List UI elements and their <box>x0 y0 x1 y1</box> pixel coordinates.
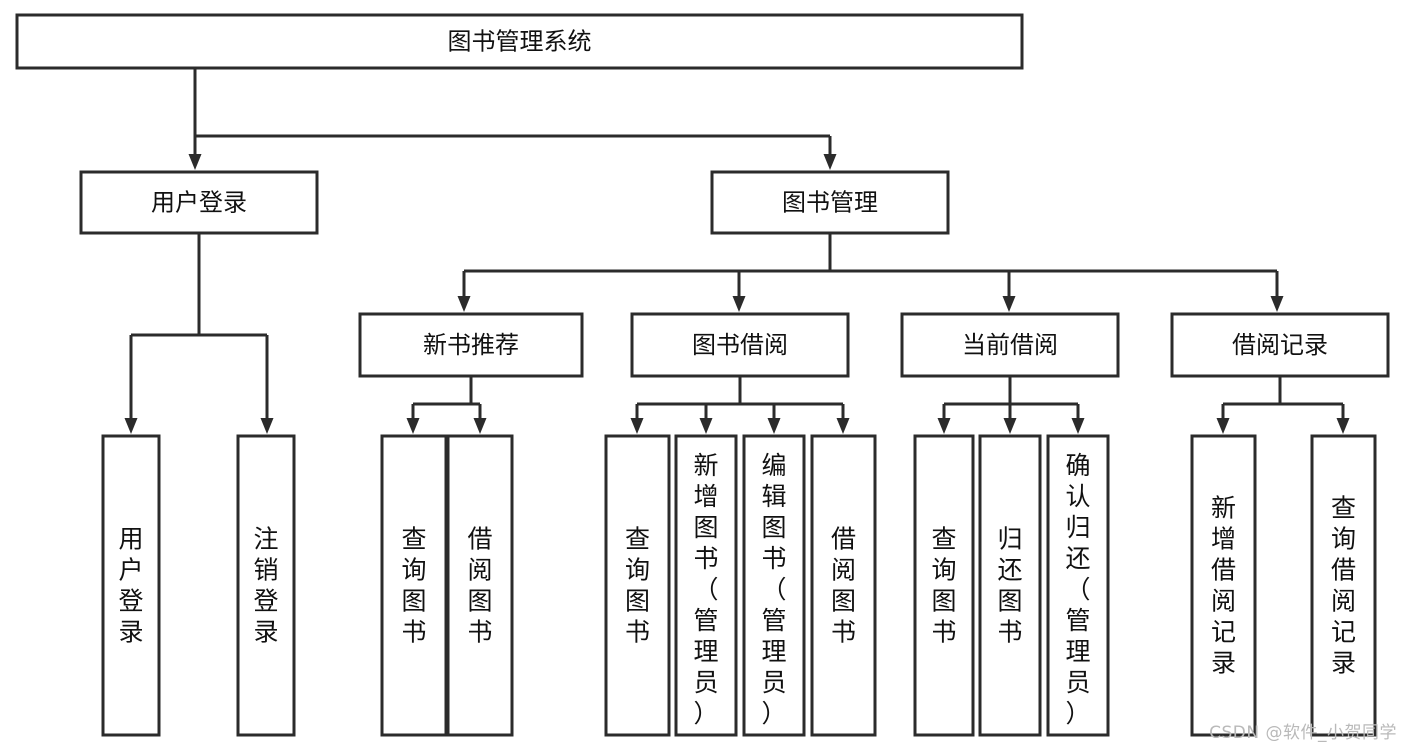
arrowhead-book-manage-to-n3 <box>1002 296 1016 312</box>
node-leaf-return-book[interactable]: 归还图书 <box>978 434 1042 737</box>
arrowhead-book-manage-to-n4 <box>1270 296 1284 312</box>
node-label-book-manage: 图书管理 <box>782 189 878 217</box>
arrowhead-borrow-to-l4 <box>836 418 850 434</box>
node-new-book-recommend[interactable]: 新书推荐 <box>358 312 584 378</box>
node-user-login[interactable]: 用户登录 <box>79 170 319 235</box>
node-box-book-borrow <box>630 312 850 378</box>
node-box-leaf-confirm-return-admin <box>1046 434 1110 737</box>
node-box-leaf-logout-login <box>236 434 296 737</box>
node-box-book-manage <box>710 170 950 235</box>
arrowhead-current-to-l1 <box>937 418 951 434</box>
node-borrow-record[interactable]: 借阅记录 <box>1170 312 1390 378</box>
node-box-leaf-add-borrow-record <box>1190 434 1257 737</box>
node-label-leaf-query-borrow-record: 查询借阅记录 <box>1331 494 1356 678</box>
node-label-leaf-confirm-return-admin: 确认归还（管理员） <box>1065 451 1090 728</box>
node-box-leaf-borrow-book-2 <box>810 434 877 737</box>
node-box-leaf-add-book-admin <box>674 434 738 737</box>
node-label-borrow-record: 借阅记录 <box>1232 331 1328 359</box>
node-book-manage[interactable]: 图书管理 <box>710 170 950 235</box>
node-label-leaf-borrow-book-1: 借阅图书 <box>467 525 492 647</box>
node-label-leaf-borrow-book-2: 借阅图书 <box>831 525 856 647</box>
node-label-leaf-query-book-1: 查询图书 <box>401 525 426 647</box>
node-label-leaf-query-book-2: 查询图书 <box>625 525 650 647</box>
node-box-undefined <box>15 13 1024 70</box>
node-label-leaf-add-book-admin: 新增图书（管理员） <box>693 451 718 728</box>
node-leaf-borrow-book-1[interactable]: 借阅图书 <box>446 434 514 737</box>
node-box-new-book-recommend <box>358 312 584 378</box>
node-box-current-borrow <box>900 312 1120 378</box>
arrowhead-record-to-l1 <box>1216 418 1230 434</box>
node-box-leaf-query-book-2 <box>604 434 671 737</box>
arrowhead-user-login-to-leaf1 <box>124 418 138 434</box>
node-label-leaf-logout-login: 注销登录 <box>253 525 278 647</box>
arrowhead-current-to-l3 <box>1071 418 1085 434</box>
node-box-leaf-user-login <box>101 434 161 737</box>
arrowhead-book-manage-to-n2 <box>732 296 746 312</box>
node-leaf-confirm-return-admin[interactable]: 确认归还（管理员） <box>1046 434 1110 737</box>
node-box-leaf-query-book-1 <box>380 434 448 737</box>
node-leaf-user-login[interactable]: 用户登录 <box>101 434 161 737</box>
node-box-leaf-query-borrow-record <box>1310 434 1377 737</box>
node-leaf-query-book-1[interactable]: 查询图书 <box>380 434 448 737</box>
arrowhead-recommend-to-l1 <box>406 418 420 434</box>
node-leaf-query-book-3[interactable]: 查询图书 <box>913 434 975 737</box>
arrowhead-borrow-to-l1 <box>630 418 644 434</box>
node-box-leaf-return-book <box>978 434 1042 737</box>
node-current-borrow[interactable]: 当前借阅 <box>900 312 1120 378</box>
node-leaf-query-borrow-record[interactable]: 查询借阅记录 <box>1310 434 1377 737</box>
node-box-leaf-edit-book-admin <box>742 434 806 737</box>
node-leaf-borrow-book-2[interactable]: 借阅图书 <box>810 434 877 737</box>
node-label-leaf-return-book: 归还图书 <box>997 525 1022 647</box>
arrowhead-root-to-book-manage <box>823 154 837 170</box>
node-label-current-borrow: 当前借阅 <box>962 331 1058 359</box>
node-leaf-logout-login[interactable]: 注销登录 <box>236 434 296 737</box>
arrowhead-borrow-to-l3 <box>767 418 781 434</box>
node-undefined[interactable]: 图书管理系统 <box>15 13 1024 70</box>
arrowhead-recommend-to-l2 <box>473 418 487 434</box>
connector-lines <box>124 68 1350 434</box>
node-label-undefined: 图书管理系统 <box>448 28 592 56</box>
diagram-nodes: 图书管理系统用户登录图书管理新书推荐图书借阅当前借阅借阅记录用户登录注销登录查询… <box>15 13 1390 737</box>
node-leaf-add-book-admin[interactable]: 新增图书（管理员） <box>674 434 738 737</box>
arrowhead-root-to-user-login <box>188 154 202 170</box>
node-label-leaf-user-login: 用户登录 <box>118 525 143 647</box>
node-label-leaf-edit-book-admin: 编辑图书（管理员） <box>761 451 786 728</box>
node-box-leaf-query-book-3 <box>913 434 975 737</box>
node-label-user-login: 用户登录 <box>151 189 247 217</box>
arrowhead-user-login-to-leaf2 <box>260 418 274 434</box>
node-label-leaf-query-book-3: 查询图书 <box>931 525 956 647</box>
arrowhead-borrow-to-l2 <box>699 418 713 434</box>
arrowhead-current-to-l2 <box>1003 418 1017 434</box>
arrowhead-record-to-l2 <box>1336 418 1350 434</box>
node-box-user-login <box>79 170 319 235</box>
node-leaf-query-book-2[interactable]: 查询图书 <box>604 434 671 737</box>
node-label-leaf-add-borrow-record: 新增借阅记录 <box>1211 494 1236 678</box>
node-leaf-add-borrow-record[interactable]: 新增借阅记录 <box>1190 434 1257 737</box>
node-label-book-borrow: 图书借阅 <box>692 331 788 359</box>
node-box-borrow-record <box>1170 312 1390 378</box>
node-label-new-book-recommend: 新书推荐 <box>423 331 519 359</box>
node-box-leaf-borrow-book-1 <box>446 434 514 737</box>
node-book-borrow[interactable]: 图书借阅 <box>630 312 850 378</box>
node-leaf-edit-book-admin[interactable]: 编辑图书（管理员） <box>742 434 806 737</box>
arrowhead-book-manage-to-n1 <box>457 296 471 312</box>
